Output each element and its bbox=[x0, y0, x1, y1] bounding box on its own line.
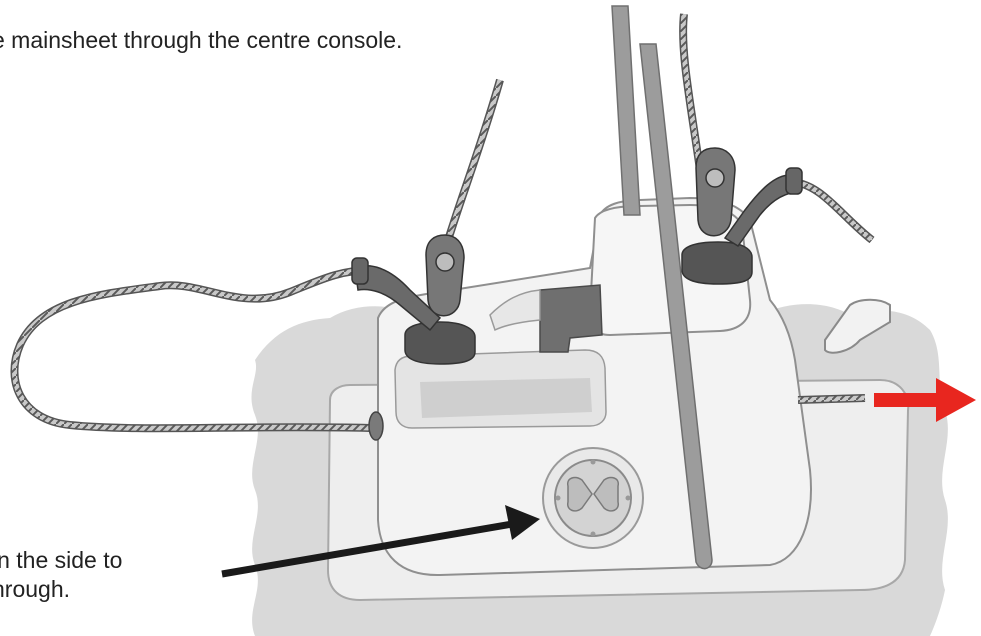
rope-texture bbox=[798, 398, 865, 400]
hull-exit-hole bbox=[369, 412, 383, 440]
inspection-hatch-icon bbox=[543, 448, 643, 548]
caption-bottom: in the side to hrough. bbox=[0, 546, 122, 604]
caption-top: e mainsheet through the centre console. bbox=[0, 26, 402, 55]
caption-bottom-line2: hrough. bbox=[0, 575, 122, 604]
mast-rear bbox=[612, 6, 640, 215]
rope-texture bbox=[445, 80, 500, 250]
caption-bottom-line1: in the side to bbox=[0, 546, 122, 575]
recess-floor bbox=[420, 378, 592, 418]
pulley-block-icon bbox=[682, 148, 802, 284]
